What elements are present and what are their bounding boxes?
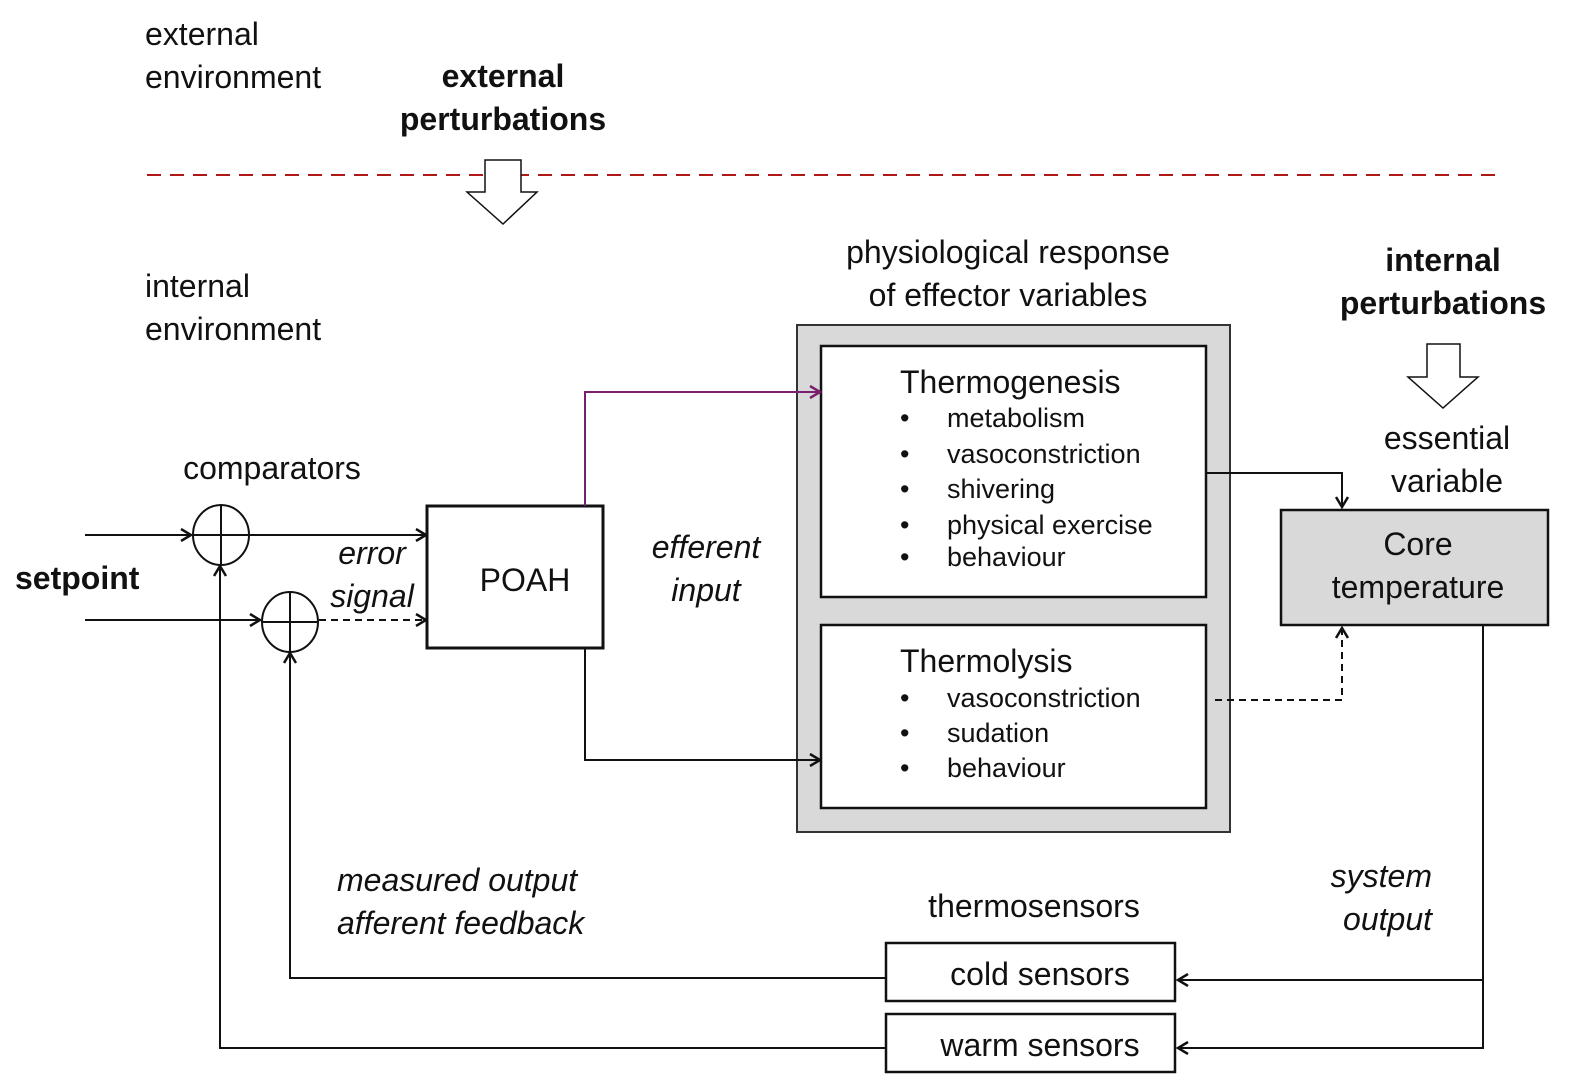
list-item: physical exercise (947, 510, 1153, 540)
cold-sensors-label: cold sensors (950, 956, 1130, 992)
cold-sensors-block (884, 941, 1177, 1003)
setpoint-label: setpoint (15, 560, 140, 596)
comparator-2-icon (261, 591, 319, 653)
svg-text:•: • (900, 683, 909, 713)
poah-label: POAH (480, 562, 571, 598)
svg-text:•: • (900, 510, 909, 540)
thermosensors-label: thermosensors (928, 888, 1140, 924)
comparators-label: comparators (183, 450, 361, 486)
svg-text:•: • (900, 439, 909, 469)
thermolysis-block: Thermolysis •vasoconstriction •sudation … (819, 623, 1208, 810)
svg-text:•: • (900, 542, 909, 572)
svg-text:•: • (900, 474, 909, 504)
list-item: vasoconstriction (947, 439, 1141, 469)
svg-text:•: • (900, 403, 909, 433)
list-item: sudation (947, 718, 1049, 748)
svg-text:•: • (900, 753, 909, 783)
thermogenesis-title: Thermogenesis (900, 364, 1121, 400)
list-item: shivering (947, 474, 1055, 504)
comparator-1-icon (192, 504, 250, 566)
warm-sensors-block (884, 1012, 1177, 1074)
list-item: vasoconstriction (947, 683, 1141, 713)
list-item: behaviour (947, 753, 1066, 783)
list-item: metabolism (947, 403, 1085, 433)
svg-text:•: • (900, 718, 909, 748)
poah-block (425, 504, 605, 650)
connectors (85, 392, 1484, 1048)
thermogenesis-efferent-path (584, 392, 820, 506)
thermolysis-title: Thermolysis (900, 643, 1072, 679)
internal-perturbation-arrow-icon (1406, 343, 1480, 410)
warm-sensors-label: warm sensors (939, 1027, 1139, 1063)
core-temperature-block (1279, 508, 1550, 627)
list-item: behaviour (947, 542, 1066, 572)
external-perturbation-arrow-icon (465, 159, 539, 226)
thermogenesis-items: • metabolism • vasoconstriction • shivering… (900, 403, 1153, 572)
thermogenesis-block: Thermogenesis • metabolism • vasoconstrict… (819, 344, 1208, 599)
